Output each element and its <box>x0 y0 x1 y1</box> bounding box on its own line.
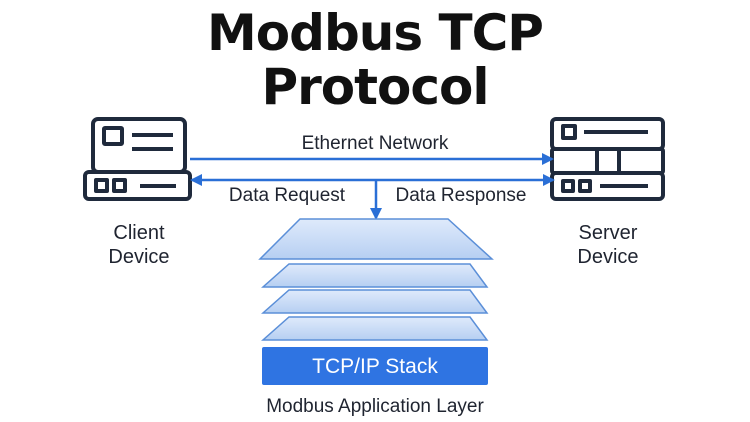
client-label-line-1: Client <box>113 222 165 244</box>
protocol-layer-4 <box>261 316 489 341</box>
client-label-line-2: Device <box>108 246 169 268</box>
server-device-icon <box>550 117 665 201</box>
protocol-layer-3 <box>261 289 489 314</box>
ethernet-network-label: Ethernet Network <box>302 133 449 154</box>
protocol-layer-1 <box>258 218 494 260</box>
page-title: Modbus TCP Protocol <box>0 6 750 114</box>
tcp-ip-stack-label: TCP/IP Stack <box>312 355 438 378</box>
server-label-line-1: Server <box>579 222 638 244</box>
tcp-ip-stack-bar <box>262 347 488 385</box>
protocol-layer-2 <box>261 263 489 288</box>
server-label-line-2: Device <box>577 246 638 268</box>
data-request-label: Data Request <box>229 185 346 206</box>
modbus-application-layer-label: Modbus Application Layer <box>266 396 484 417</box>
title-line-1: Modbus TCP <box>207 4 544 62</box>
title-line-2: Protocol <box>261 58 489 116</box>
data-response-label: Data Response <box>396 185 527 206</box>
client-device-icon <box>83 117 192 201</box>
protocol-layers <box>258 218 494 341</box>
